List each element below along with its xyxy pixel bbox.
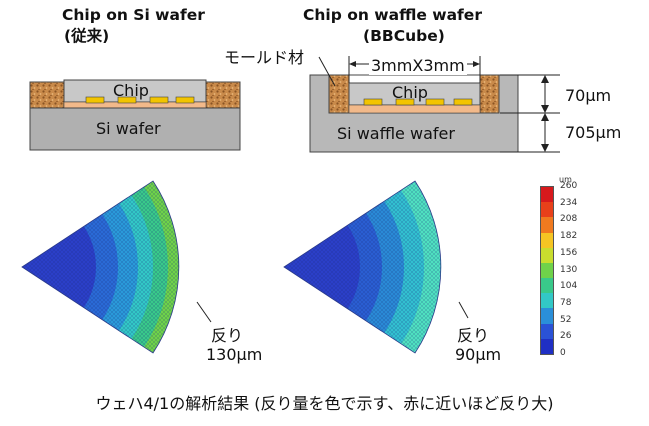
colorbar-segment <box>541 308 553 325</box>
colorbar-segment <box>541 338 553 355</box>
thickness-top-label: 70µm <box>565 86 612 105</box>
colorbar <box>540 186 554 355</box>
colorbar-segment <box>541 187 553 203</box>
left-mold-right <box>205 81 241 109</box>
left-warp-value: 130µm <box>206 345 263 364</box>
colorbar-tick-label: 52 <box>560 314 572 325</box>
right-subtitle: (BBCube) <box>363 27 445 45</box>
colorbar-segment <box>541 278 553 294</box>
left-chip-label: Chip <box>113 81 149 100</box>
colorbar-segment <box>541 262 553 279</box>
colorbar-tick-label: 156 <box>560 247 578 258</box>
colorbar-segment <box>541 247 553 264</box>
right-warp-leader <box>458 301 469 319</box>
left-bump <box>117 96 137 104</box>
left-wafer-label: Si wafer <box>96 119 161 138</box>
colorbar-tick-label: 234 <box>560 197 578 208</box>
colorbar-segment <box>541 232 553 249</box>
right-warp-value: 90µm <box>455 345 502 364</box>
colorbar-tick-label: 182 <box>560 231 578 242</box>
left-subtitle: (従来) <box>64 27 110 45</box>
right-bond-layer <box>348 104 481 114</box>
right-title: Chip on waffle wafer <box>303 6 482 24</box>
right-bump <box>363 98 383 106</box>
colorbar-tick-label: 130 <box>560 264 578 275</box>
colorbar-segment <box>541 293 553 309</box>
colorbar-tick-label: 104 <box>560 281 578 292</box>
right-warp-label: 反り <box>457 326 490 345</box>
left-bump <box>175 96 195 104</box>
left-bump <box>85 96 105 104</box>
left-mold-left <box>29 81 65 109</box>
left-cross-section <box>29 79 241 151</box>
colorbar-tick-label: 260 <box>560 181 578 191</box>
left-bump <box>149 96 169 104</box>
right-wafer-label: Si waffle wafer <box>337 124 455 143</box>
colorbar-segment <box>541 202 553 218</box>
colorbar-segment <box>541 217 553 234</box>
right-bump <box>395 98 415 106</box>
left-title: Chip on Si wafer <box>62 6 205 24</box>
caption: ウェハ4/1の解析結果 (反り量を色で示す、赤に近いほど反り大) <box>95 394 554 413</box>
colorbar-segment <box>541 323 553 340</box>
colorbar-tick-label: 0 <box>560 348 566 358</box>
left-si-wafer <box>29 107 241 151</box>
colorbar-tick-label: 26 <box>560 331 572 342</box>
colorbar-tick-label: 208 <box>560 214 578 225</box>
left-warp-label: 反り <box>211 326 244 345</box>
mold-label: モールド材 <box>224 48 305 67</box>
colorbar-unit: um <box>559 175 572 184</box>
mold-leader <box>318 56 336 87</box>
right-bump <box>453 98 473 106</box>
colorbar-tick-label: 78 <box>560 297 572 308</box>
left-fea-fan <box>22 181 179 353</box>
right-cross-section <box>309 56 560 153</box>
left-warp-leader <box>196 301 212 323</box>
right-bump <box>425 98 445 106</box>
dim-label: 3mmX3mm <box>369 56 467 75</box>
thickness-bottom-label: 705µm <box>565 123 622 142</box>
right-chip-label: Chip <box>392 83 428 102</box>
